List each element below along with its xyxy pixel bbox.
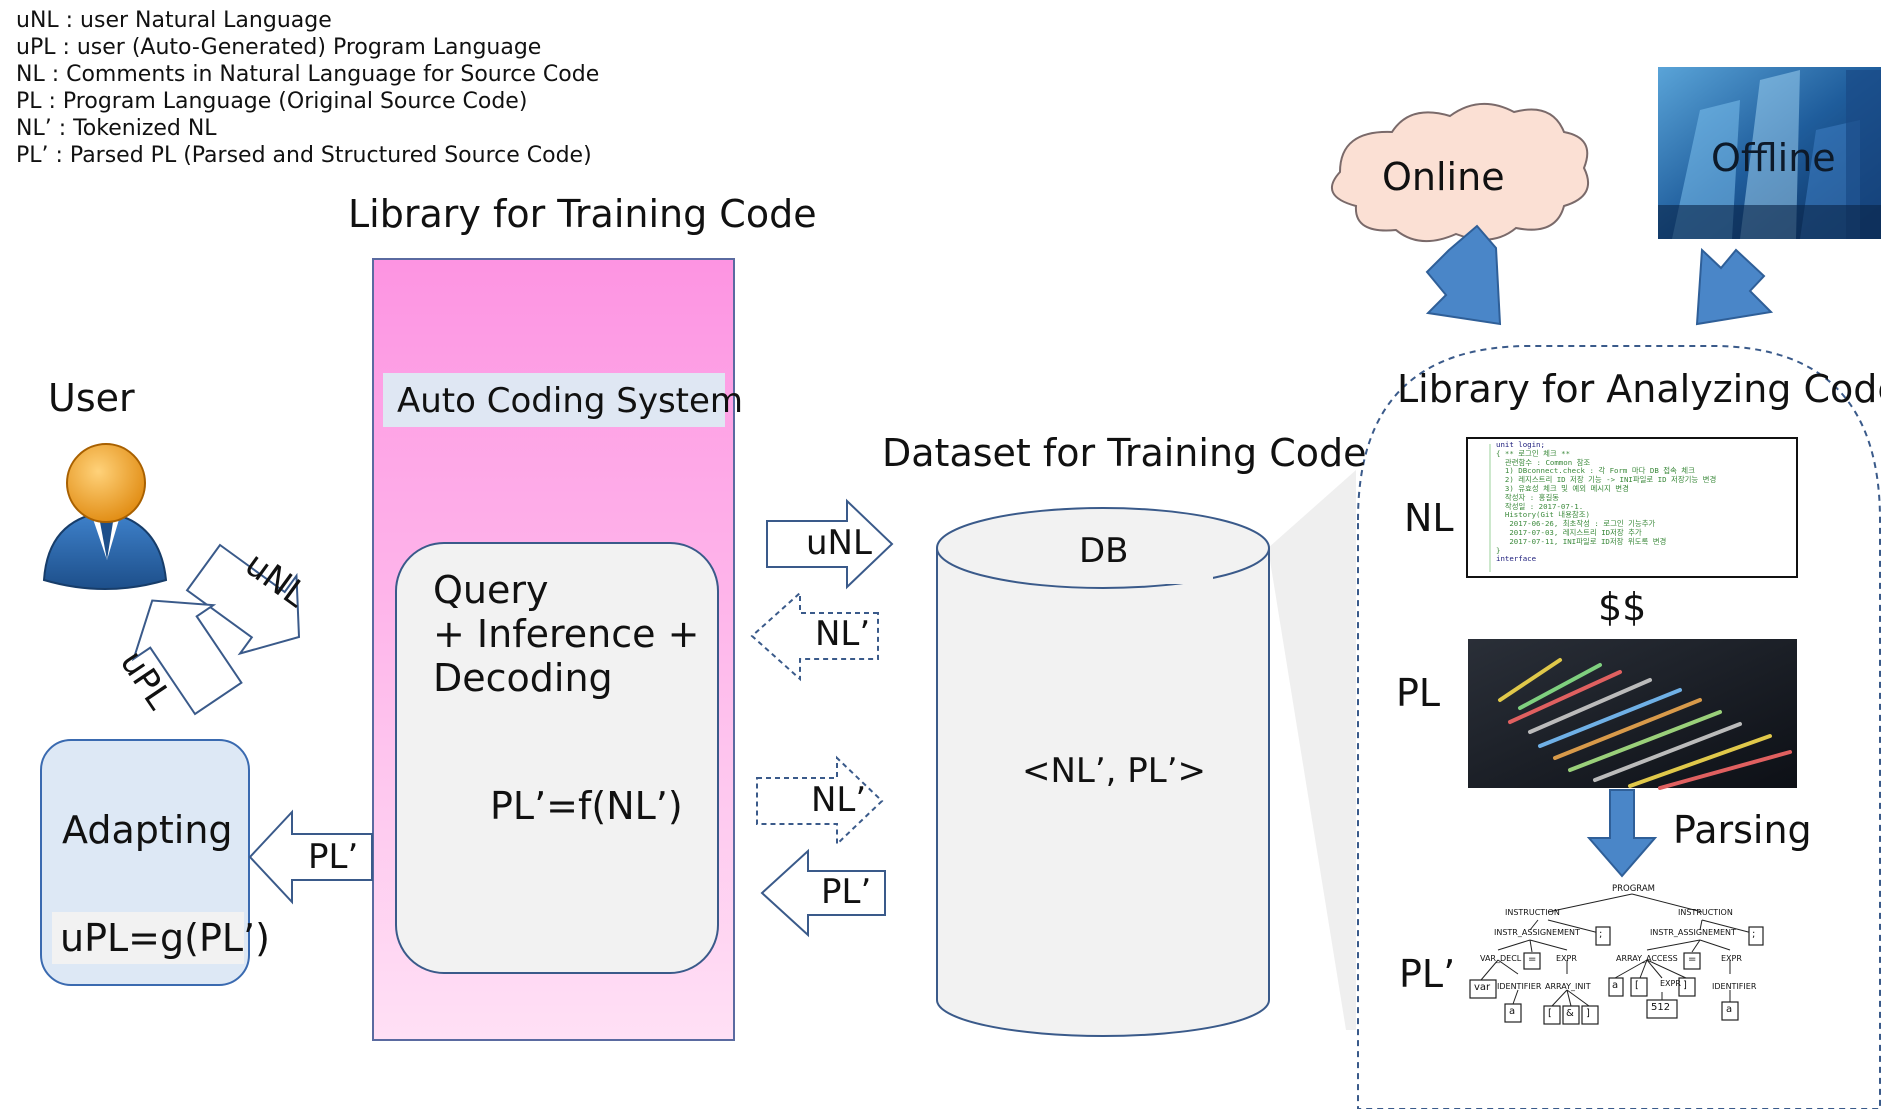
process-line-inference: + Inference +: [433, 612, 700, 656]
parse-tree-token: 512: [1651, 1002, 1671, 1013]
system-label-bg: [383, 373, 725, 427]
parse-tree-token: a: [1509, 1006, 1516, 1017]
parse-tree-node: INSTR_ASSIGNEMENT: [1494, 928, 1580, 937]
parse-tree-token: [: [1548, 1008, 1552, 1019]
parse-tree-token: ]: [1683, 980, 1687, 991]
parse-tree-root: PROGRAM: [1612, 884, 1656, 894]
parse-tree-node: IDENTIFIER: [1497, 982, 1542, 991]
pl-code-image: [1468, 639, 1797, 790]
adapting-formula: uPL=g(PL’): [60, 916, 270, 960]
code-line: 2017-07-03, 레지스트리 ID저장 추가: [1496, 527, 1642, 537]
arrow-online-down: [1425, 224, 1502, 326]
code-line: 2017-06-26, 최초작성 : 로그인 기능추가: [1496, 519, 1656, 529]
offline-label: Offline: [1711, 136, 1836, 180]
arrow-label-nl-from-db: NL’: [815, 614, 871, 654]
user-label: User: [48, 376, 135, 420]
legend-line: uPL : user (Auto-Generated) Program Lang…: [16, 35, 542, 60]
code-line: unit login;: [1496, 441, 1545, 449]
arrow-pl-from-db: [760, 848, 886, 938]
parse-tree-node: EXPR: [1660, 979, 1681, 988]
process-line-query: Query: [433, 568, 549, 612]
parse-tree-node: INSTR_ASSIGNEMENT: [1650, 928, 1736, 937]
parse-tree-token: a: [1726, 1004, 1733, 1015]
parse-tree-token: =: [1688, 954, 1697, 965]
arrow-offline-down: [1695, 247, 1774, 326]
code-line: { ** 로그인 체크 **: [1496, 448, 1571, 458]
adapting-label: Adapting: [62, 808, 233, 852]
pl-label: PL: [1396, 671, 1441, 715]
arrow-pl-to-adapting: [248, 809, 373, 905]
arrow-label-pl-adapting: PL’: [308, 837, 359, 877]
parse-tree-token: ]: [1586, 1008, 1590, 1019]
parse-tree-node: IDENTIFIER: [1712, 982, 1757, 991]
dataset-title: Dataset for Training Code: [882, 431, 1367, 475]
offline-building-image: [1658, 67, 1881, 239]
legend-line: uNL : user Natural Language: [16, 8, 332, 33]
parse-tree-token: ;: [1599, 929, 1603, 940]
parse-tree-edges: [1480, 893, 1757, 1007]
online-label: Online: [1382, 155, 1505, 199]
parse-tree-node: ARRAY_INIT: [1545, 982, 1591, 991]
user-icon: [42, 443, 168, 590]
arrow-label-nl-to-db: NL’: [811, 780, 867, 820]
arrow-unl-user: [185, 543, 301, 656]
arrow-upl: [131, 599, 243, 716]
code-line: History(Git 내용참조): [1496, 510, 1590, 520]
auto-coding-system-label: Auto Coding System: [397, 381, 744, 421]
training-library-title: Library for Training Code: [348, 192, 817, 236]
analyzing-library-title: Library for Analyzing Code: [1397, 367, 1881, 411]
code-line: 2) 레지스트리 ID 저장 기능 -> INI파일로 ID 저장기능 변경: [1496, 475, 1717, 485]
legend-line: NL : Comments in Natural Language for So…: [16, 62, 600, 87]
pl-prime-label: PL’: [1399, 952, 1456, 996]
code-line: 작성일 : 2017-07-1.: [1496, 501, 1584, 511]
process-line-decoding: Decoding: [433, 656, 613, 700]
parse-tree-node: INSTRUCTION: [1678, 908, 1733, 917]
code-line: 3) 유효성 체크 및 예외 메시지 변경: [1496, 483, 1629, 493]
process-box: [395, 542, 719, 974]
db-label: DB: [1079, 531, 1129, 571]
parse-tree-token: ;: [1752, 929, 1756, 940]
db-content: <NL’, PL’>: [1022, 751, 1207, 791]
code-line: 2017-07-11, INI파일로 ID저장 위도록 변경: [1496, 536, 1667, 546]
parse-tree-node: ARRAY_ACCESS: [1616, 954, 1678, 963]
nl-code-image: [1466, 437, 1798, 578]
parse-tree-node: EXPR: [1556, 954, 1577, 963]
parse-tree-token: var: [1474, 982, 1491, 993]
nl-label: NL: [1404, 496, 1454, 540]
legend-line: NL’ : Tokenized NL: [16, 116, 217, 141]
arrow-unl-to-db: [766, 498, 894, 590]
arrow-nl-to-db: [756, 755, 884, 847]
online-cloud: [1330, 102, 1589, 243]
parse-tree-token: =: [1528, 954, 1537, 965]
parse-tree-token-boxes: [1469, 926, 1764, 1025]
separator-label: $$: [1598, 585, 1647, 629]
parse-tree-token: &: [1566, 1008, 1574, 1019]
code-line: 1) DBconnect.check : 각 Form 마다 DB 접속 체크: [1496, 466, 1695, 476]
adapting-formula-bg: [52, 912, 244, 964]
code-line: }: [1496, 545, 1501, 555]
nl-code-text: unit login;{ ** 로그인 체크 ** 관련함수 : Common …: [1496, 441, 1792, 575]
parse-tree-token: [: [1635, 980, 1639, 991]
zoom-projection: [1268, 470, 1356, 1030]
legend-line: PL’ : Parsed PL (Parsed and Structured S…: [16, 143, 592, 168]
arrow-nl-from-db: [750, 590, 879, 682]
parse-tree-token: a: [1612, 980, 1619, 991]
db-cylinder: [936, 507, 1270, 1037]
code-line: interface: [1496, 554, 1537, 564]
parse-tree-node: EXPR: [1721, 954, 1742, 963]
code-line: 작성자 : 홍길동: [1496, 492, 1560, 502]
parsing-arrow: [1586, 789, 1658, 878]
parse-tree-node: VAR_DECL: [1480, 954, 1522, 963]
code-line: 관련함수 : Common 참조: [1496, 457, 1591, 467]
parsing-label: Parsing: [1673, 808, 1812, 852]
parse-tree-node: INSTRUCTION: [1505, 908, 1560, 917]
legend-line: PL : Program Language (Original Source C…: [16, 89, 528, 114]
training-formula: PL’=f(NL’): [490, 784, 683, 828]
arrow-label-pl-from-db: PL’: [821, 872, 872, 912]
arrow-label-unl-db: uNL: [806, 523, 872, 563]
